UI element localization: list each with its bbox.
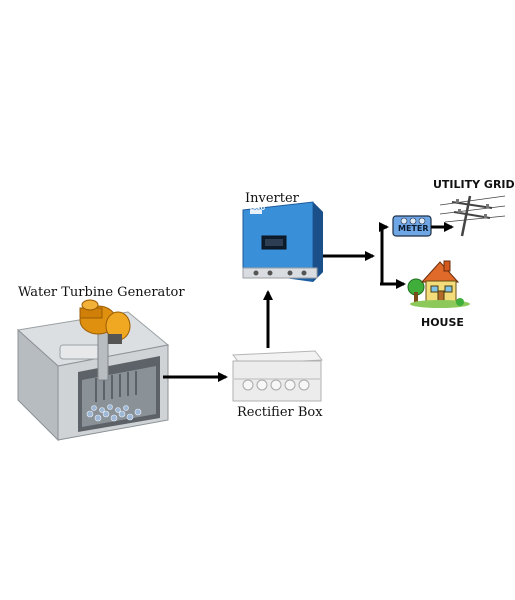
house-label: HOUSE <box>421 316 464 329</box>
inverter-brand: LAKO <box>250 206 265 212</box>
connectors <box>163 222 454 382</box>
grid-label: UTILITY GRID <box>433 178 515 191</box>
meter-label: METER <box>398 224 429 233</box>
house-icon <box>407 260 470 308</box>
water-turbine-generator-icon <box>16 299 170 442</box>
generator-label: Water Turbine Generator <box>18 285 185 300</box>
utility-pole-icon <box>439 195 506 237</box>
rectifier-label: Rectifier Box <box>237 405 323 420</box>
rectifier-box-icon <box>232 350 323 402</box>
inverter-icon <box>242 201 323 282</box>
inverter-label: Inverter <box>245 191 299 206</box>
